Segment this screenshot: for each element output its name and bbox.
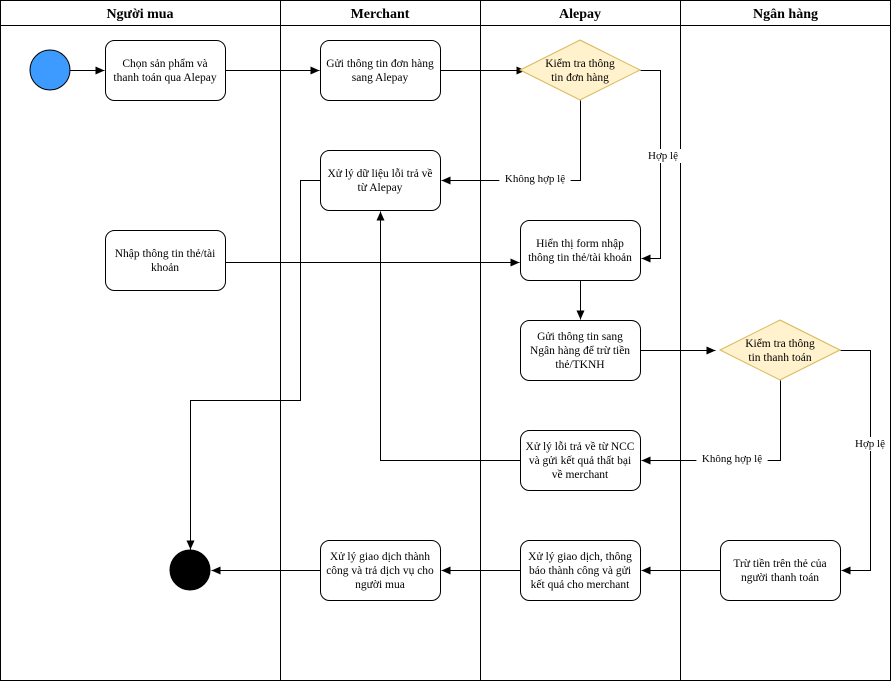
node-handle-error-text: từ Alepay [358,182,403,194]
node-deduct-text: Trừ tiền trên thẻ của [733,557,826,570]
edge-label: Không hợp lệ [702,453,762,465]
edge-check-payment-to-ncc-error [641,380,781,465]
edge-label-bg [499,172,571,186]
lane-title-merchant: Merchant [351,7,410,22]
node-choose-text: thanh toán qua Alepay [113,72,216,84]
node-process-tx [520,540,641,601]
node-send-bank [520,320,641,381]
edge-label: Không hợp lệ [505,173,565,185]
lane-title-buyer: Người mua [106,7,173,22]
edge-check-order-to-handle-error [441,100,581,185]
node-check-payment [718,319,842,381]
node-check-payment-text: tin thanh toán [748,352,811,364]
lane-title-alepay: Alepay [559,7,601,22]
node-show-form [520,220,641,281]
node-check-payment-text: Kiểm tra thông [745,337,815,350]
node-send-bank-text: Ngân hàng để trừ tiền [530,344,630,357]
node-deduct-text: người thanh toán [741,572,819,584]
start-node [29,49,71,91]
node-ncc-error-text: và gửi kết quả thất bại [529,454,631,467]
node-show-form-text: thông tin thẻ/tài khoản [528,252,632,264]
node-ncc-error-text: Xử lý lỗi trả về từ NCC [526,440,635,453]
node-merchant-success-text: công và trả dịch vụ cho [326,565,434,577]
edge-label-bg [851,437,889,451]
node-check-order-text: tin đơn hàng [551,72,609,84]
node-ncc-error-text: về merchant [552,468,609,481]
node-show-form-text: Hiển thị form nhập [536,237,624,250]
node-enter-card-text: khoản [151,262,179,274]
edge-label: Hợp lệ [648,150,678,162]
edge-label-bg [696,452,768,466]
node-merchant-success-text: người mua [355,579,405,591]
node-ncc-error [520,430,641,491]
lane-title-bank: Ngân hàng [753,7,818,22]
node-choose [105,40,226,101]
node-merchant-success [320,540,441,601]
edge-check-order-to-show-form [640,70,661,263]
edge-ncc-error-to-handle-error [376,211,521,461]
edge-handle-error-to-end [186,180,321,550]
edge-label-bg [644,149,682,163]
node-process-tx-text: kết quả cho merchant [531,578,630,591]
node-send-bank-text: thẻ/TKNH [555,359,604,371]
node-check-order-text: Kiểm tra thông [545,57,615,70]
node-enter-card [105,230,226,291]
edge-check-payment-to-deduct [840,350,871,575]
node-handle-error [320,150,441,211]
node-merchant-success-text: Xử lý giao dịch thành [330,551,430,563]
end-node [169,549,211,591]
node-check-order [518,39,642,101]
node-send-order-text: Gửi thông tin đơn hàng [326,58,434,70]
node-send-bank-text: Gửi thông tin sang [537,331,623,343]
node-send-order-text: sang Alepay [352,72,409,84]
edge-label: Hợp lệ [855,438,885,450]
node-handle-error-text: Xử lý dữ liệu lỗi trả về [327,167,432,180]
node-deduct [720,540,841,601]
node-send-order [320,40,441,101]
node-choose-text: Chọn sản phẩm và [122,57,207,70]
node-process-tx-text: Xử lý giao dịch, thông [528,551,632,563]
node-enter-card-text: Nhập thông tin thẻ/tài [115,248,216,260]
node-process-tx-text: báo thành công và gửi [529,565,631,577]
